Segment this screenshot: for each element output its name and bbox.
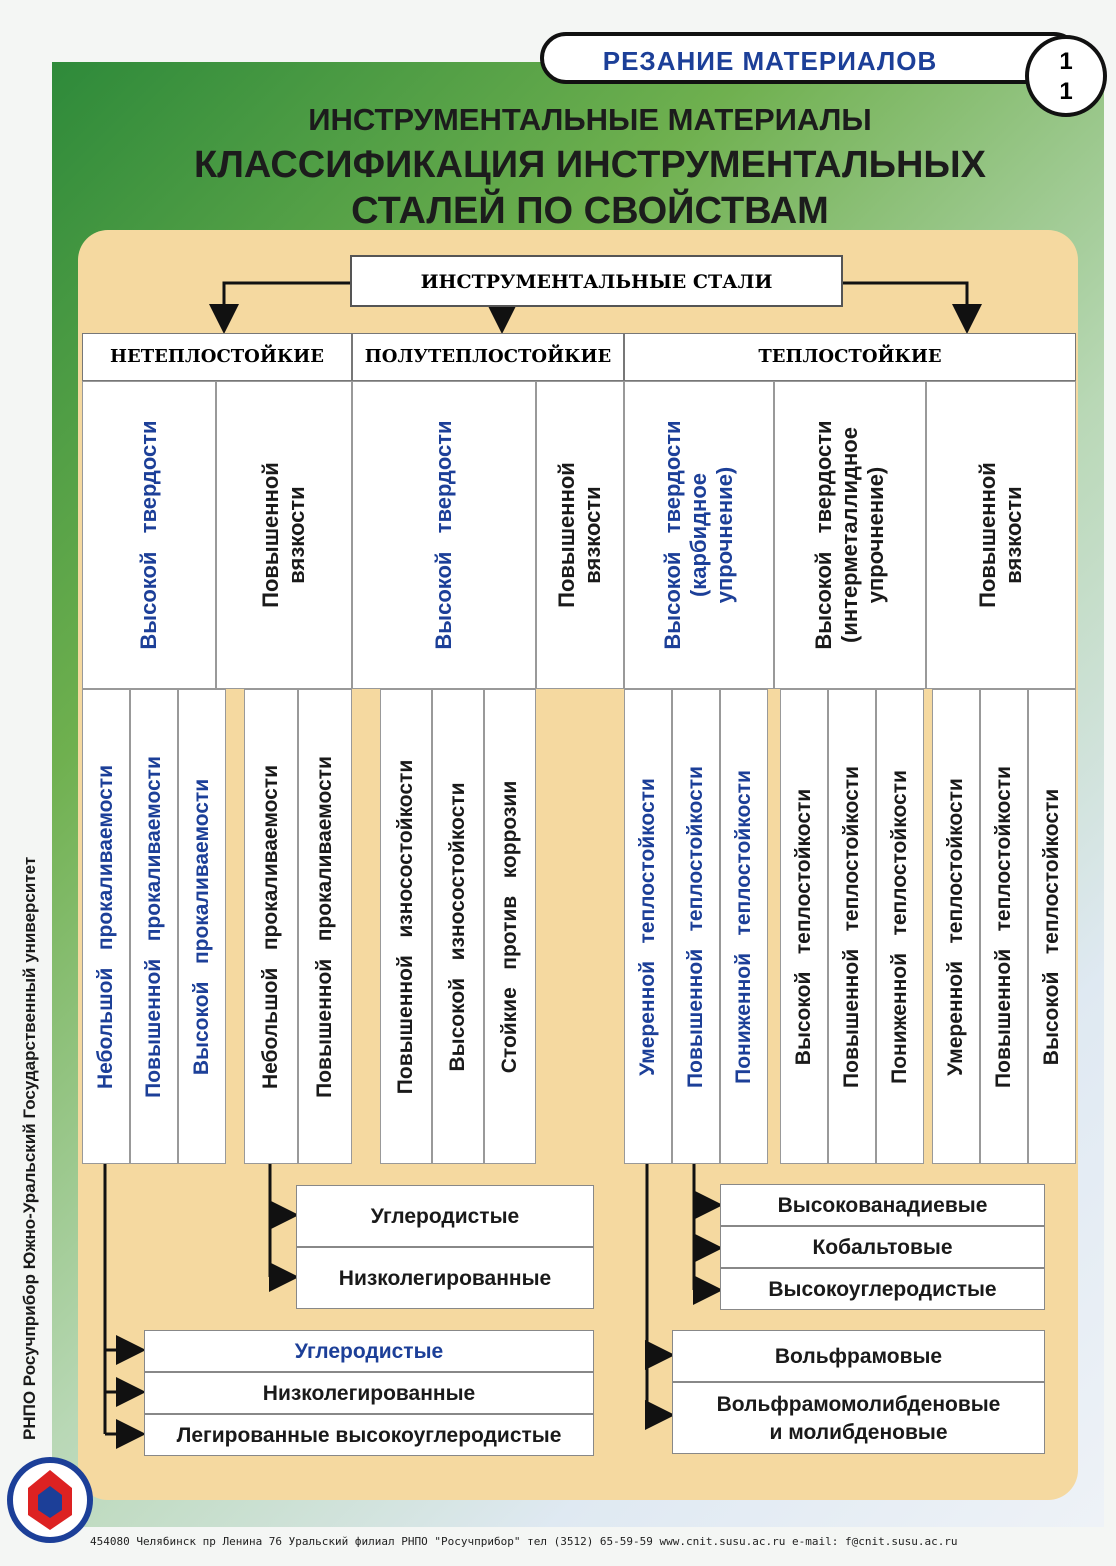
category-semi-heat-resistant: ПОЛУТЕПЛОСТОЙКИЕ xyxy=(352,333,624,381)
leaf-cell: Повышенной теплостойкости xyxy=(672,689,720,1164)
leaf-cell: Повышенной прокаливаемости xyxy=(298,689,352,1164)
subgroup-cell: Повышенной вязкости xyxy=(216,381,352,689)
leaf-cell: Высокой прокаливаемости xyxy=(178,689,226,1164)
leaf-cell: Повышенной прокаливаемости xyxy=(130,689,178,1164)
subgroup-cell: Высокой твердости xyxy=(352,381,536,689)
type-box: Легированные высокоуглеродистые xyxy=(144,1414,594,1456)
subgroup-cell: Высокой твердости (интерметаллидное упро… xyxy=(774,381,926,689)
root-node: ИНСТРУМЕНТАЛЬНЫЕ СТАЛИ xyxy=(350,255,843,307)
leaf-cell: Небольшой прокаливаемости xyxy=(82,689,130,1164)
type-box: Углеродистые xyxy=(296,1185,594,1247)
page-subtitle: КЛАССИФИКАЦИЯ ИНСТРУМЕНТАЛЬНЫХ СТАЛЕЙ ПО… xyxy=(150,142,1030,234)
leaf-cell: Повышенной износостойкости xyxy=(380,689,432,1164)
type-box: Низколегированные xyxy=(296,1247,594,1309)
leaf-cell: Высокой теплостойкости xyxy=(780,689,828,1164)
section-title: РЕЗАНИЕ МАТЕРИАЛОВ xyxy=(602,46,938,76)
sheet-number-bottom: 1 xyxy=(1059,78,1073,105)
type-box: Высокоуглеродистые xyxy=(720,1268,1045,1310)
leaf-cell: Стойкие против коррозии xyxy=(484,689,536,1164)
subtitle-line-2: СТАЛЕЙ ПО СВОЙСТВАМ xyxy=(351,190,829,232)
type-box: Низколегированные xyxy=(144,1372,594,1414)
subgroup-cell: Повышенной вязкости xyxy=(536,381,624,689)
subgroup-cell: Высокой твердости xyxy=(82,381,216,689)
subtitle-line-1: КЛАССИФИКАЦИЯ ИНСТРУМЕНТАЛЬНЫХ xyxy=(194,144,986,186)
type-box: Кобальтовые xyxy=(720,1226,1045,1268)
sheet-number-top: 1 xyxy=(1059,48,1073,75)
leaf-cell: Пониженной теплостойкости xyxy=(720,689,768,1164)
leaf-cell: Повышенной теплостойкости xyxy=(828,689,876,1164)
section-header xyxy=(540,32,1080,84)
leaf-cell: Повышенной теплостойкости xyxy=(980,689,1028,1164)
type-box: Высокованадиевые xyxy=(720,1184,1045,1226)
leaf-cell: Высокой износостойкости xyxy=(432,689,484,1164)
leaf-cell: Умеренной теплостойкости xyxy=(932,689,980,1164)
leaf-cell: Высокой теплостойкости xyxy=(1028,689,1076,1164)
footer-address: 454080 Челябинск пр Ленина 76 Уральский … xyxy=(90,1535,958,1548)
type-box: Углеродистые xyxy=(144,1330,594,1372)
leaf-cell: Небольшой прокаливаемости xyxy=(244,689,298,1164)
category-non-heat-resistant: НЕТЕПЛОСТОЙКИЕ xyxy=(82,333,352,381)
sheet-number: 1 1 xyxy=(1025,35,1107,117)
leaf-cell: Пониженной теплостойкости xyxy=(876,689,924,1164)
subgroup-cell: Высокой твердости (карбидное упрочнение) xyxy=(624,381,774,689)
subgroup-cell: Повышенной вязкости xyxy=(926,381,1076,689)
page-title: ИНСТРУМЕНТАЛЬНЫЕ МАТЕРИАЛЫ xyxy=(308,102,872,137)
type-box: Вольфрамомолибденовые и молибденовые xyxy=(672,1382,1045,1454)
type-box: Вольфрамовые xyxy=(672,1330,1045,1382)
category-heat-resistant: ТЕПЛОСТОЙКИЕ xyxy=(624,333,1076,381)
leaf-cell: Умеренной теплостойкости xyxy=(624,689,672,1164)
